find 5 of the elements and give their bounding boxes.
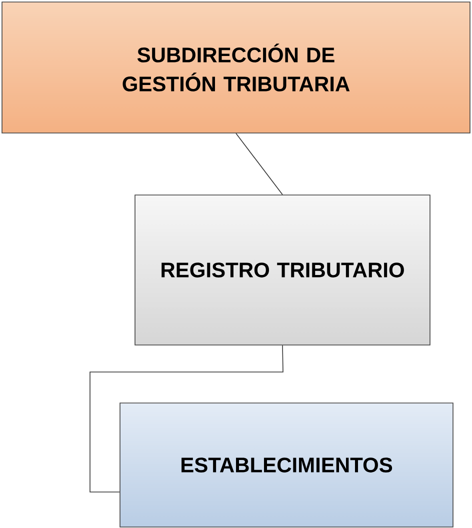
org-box: ESTABLECIMIENTOS (120, 402, 454, 528)
org-box: SUBDIRECCIÓN DE GESTIÓN TRIBUTARIA (2, 2, 470, 134)
org-box: REGISTRO TRIBUTARIO (134, 194, 430, 346)
connector-line (90, 345, 284, 492)
connector-line (236, 133, 283, 195)
